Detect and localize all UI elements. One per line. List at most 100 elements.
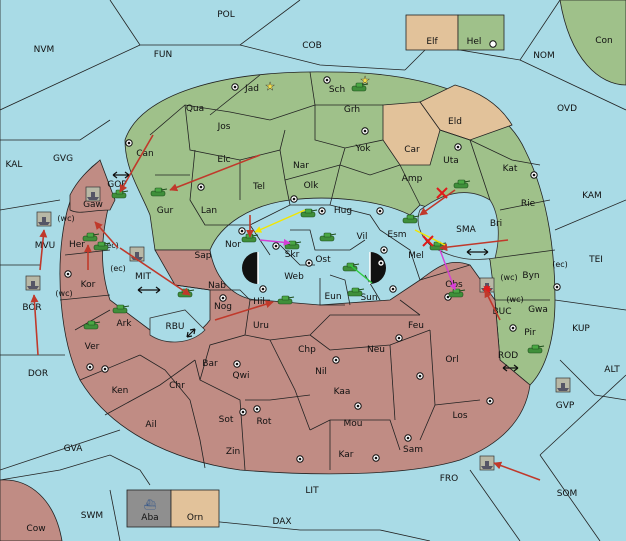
supply-center-dot: [555, 285, 559, 289]
supply-center-dot: [298, 457, 302, 461]
fleet-unit-icon[interactable]: [25, 275, 41, 291]
province-label-kal: KAL: [6, 160, 23, 170]
province-label-jos: Jos: [217, 122, 231, 132]
coast-marker: (ec): [552, 260, 568, 269]
supply-center-dot: [274, 244, 278, 248]
province-label-rbu: RBU: [165, 322, 184, 332]
army-unit-icon[interactable]: [300, 208, 318, 218]
province-label-neu: Neu: [367, 345, 385, 355]
province-label-nor: Nor: [225, 240, 241, 250]
province-label-lan: Lan: [201, 206, 217, 216]
province-label-bar: Bar: [202, 359, 218, 369]
province-label-fro: FRO: [440, 474, 459, 484]
fleet-unit-icon[interactable]: [85, 186, 101, 202]
province-label-kaa: Kaa: [334, 387, 351, 397]
ship-icon: ⛴: [144, 499, 157, 511]
province-label-sch: Sch: [329, 85, 345, 95]
province-label-kat: Kat: [503, 164, 518, 174]
army-unit-icon[interactable]: [83, 320, 101, 330]
supply-center-dot: [320, 209, 324, 213]
sea-rbu[interactable]: [149, 309, 206, 343]
supply-center-dot: [379, 261, 383, 265]
province-label-rie: Rie: [521, 199, 536, 209]
province-label-sun: Sun: [360, 293, 377, 303]
province-label-yok: Yok: [354, 144, 371, 154]
province-label-grh: Grh: [344, 105, 360, 115]
province-label-web: Web: [284, 272, 304, 282]
supply-center-dot: [241, 410, 245, 414]
supply-center-dot: [233, 85, 237, 89]
army-unit-icon[interactable]: [347, 287, 365, 297]
land-gaw[interactable]: [69, 159, 116, 213]
province-label-dax: DAX: [272, 517, 291, 527]
owner-label-hel: Hel: [467, 37, 482, 47]
army-unit-icon[interactable]: [112, 304, 130, 314]
province-label-gva: GVA: [64, 444, 84, 454]
province-label-sma: SMA: [456, 225, 476, 235]
province-label-nvm: NVM: [34, 45, 55, 55]
province-label-olk: Olk: [304, 181, 320, 191]
supply-center-dot: [88, 365, 92, 369]
svg-text:★: ★: [265, 80, 275, 93]
army-unit-icon[interactable]: [277, 295, 295, 305]
province-label-esm: Esm: [387, 230, 406, 240]
supply-center-dot: [240, 229, 244, 233]
province-label-eld: Eld: [448, 117, 462, 127]
province-label-hug: Hug: [334, 206, 352, 216]
province-label-pol: POL: [217, 10, 235, 20]
province-label-car: Car: [404, 145, 420, 155]
owner-label-orn: Orn: [187, 513, 203, 523]
province-label-ark: Ark: [116, 319, 132, 329]
army-unit-icon[interactable]: [351, 82, 369, 92]
owner-box-hel: [457, 14, 505, 51]
fleet-unit-icon[interactable]: [36, 211, 52, 227]
supply-center-dot: [374, 456, 378, 460]
province-label-feu: Feu: [408, 321, 424, 331]
fleet-unit-icon[interactable]: [479, 455, 495, 471]
land-eld[interactable]: [419, 84, 513, 141]
province-label-eun: Eun: [324, 292, 341, 302]
star-marker-icon[interactable]: ★: [265, 80, 275, 93]
supply-center-dot: [406, 436, 410, 440]
province-label-uta: Uta: [443, 156, 459, 166]
supply-center-dot: [382, 248, 386, 252]
owner-box-aba: [126, 489, 172, 528]
province-label-qua: Qua: [186, 104, 204, 114]
province-label-gop: GOP: [107, 180, 127, 190]
province-label-uru: Uru: [253, 321, 269, 331]
province-label-fun: FUN: [154, 50, 173, 60]
canal-west: [242, 252, 258, 284]
army-unit-icon[interactable]: [453, 179, 471, 189]
coast-marker: (wc): [57, 214, 74, 223]
province-label-can: Can: [136, 149, 154, 159]
star-marker-icon[interactable]: ★: [360, 74, 370, 87]
support-arrows: [254, 209, 457, 291]
province-label-mvu: MVU: [35, 241, 56, 251]
coast-marker: (ec): [110, 264, 126, 273]
province-label-rot: Rot: [257, 417, 272, 427]
province-label-chr: Chr: [169, 381, 185, 391]
supply-center-dot: [221, 296, 225, 300]
fleet-unit-icon[interactable]: [555, 377, 571, 393]
supply-center-dot: [397, 336, 401, 340]
supply-center-hel: [489, 40, 497, 48]
army-unit-icon[interactable]: [402, 214, 420, 224]
army-unit-icon[interactable]: [319, 232, 337, 242]
owner-box-elf: [405, 14, 459, 51]
army-unit-icon[interactable]: [527, 344, 545, 354]
province-label-rod: ROD: [498, 351, 518, 361]
coast-marker: (wc): [500, 273, 517, 282]
army-unit-icon[interactable]: [82, 232, 100, 242]
army-unit-icon[interactable]: [93, 241, 111, 251]
province-label-swm: SWM: [81, 511, 103, 521]
province-label-los: Los: [452, 411, 467, 421]
province-label-her: Her: [69, 240, 85, 250]
supply-center-dot: [255, 407, 259, 411]
province-label-mou: Mou: [344, 419, 363, 429]
province-label-nom: NOM: [533, 51, 555, 61]
owner-label-aba: Aba: [141, 513, 158, 523]
province-label-vil: Vil: [357, 232, 368, 242]
army-unit-icon[interactable]: [150, 187, 168, 197]
